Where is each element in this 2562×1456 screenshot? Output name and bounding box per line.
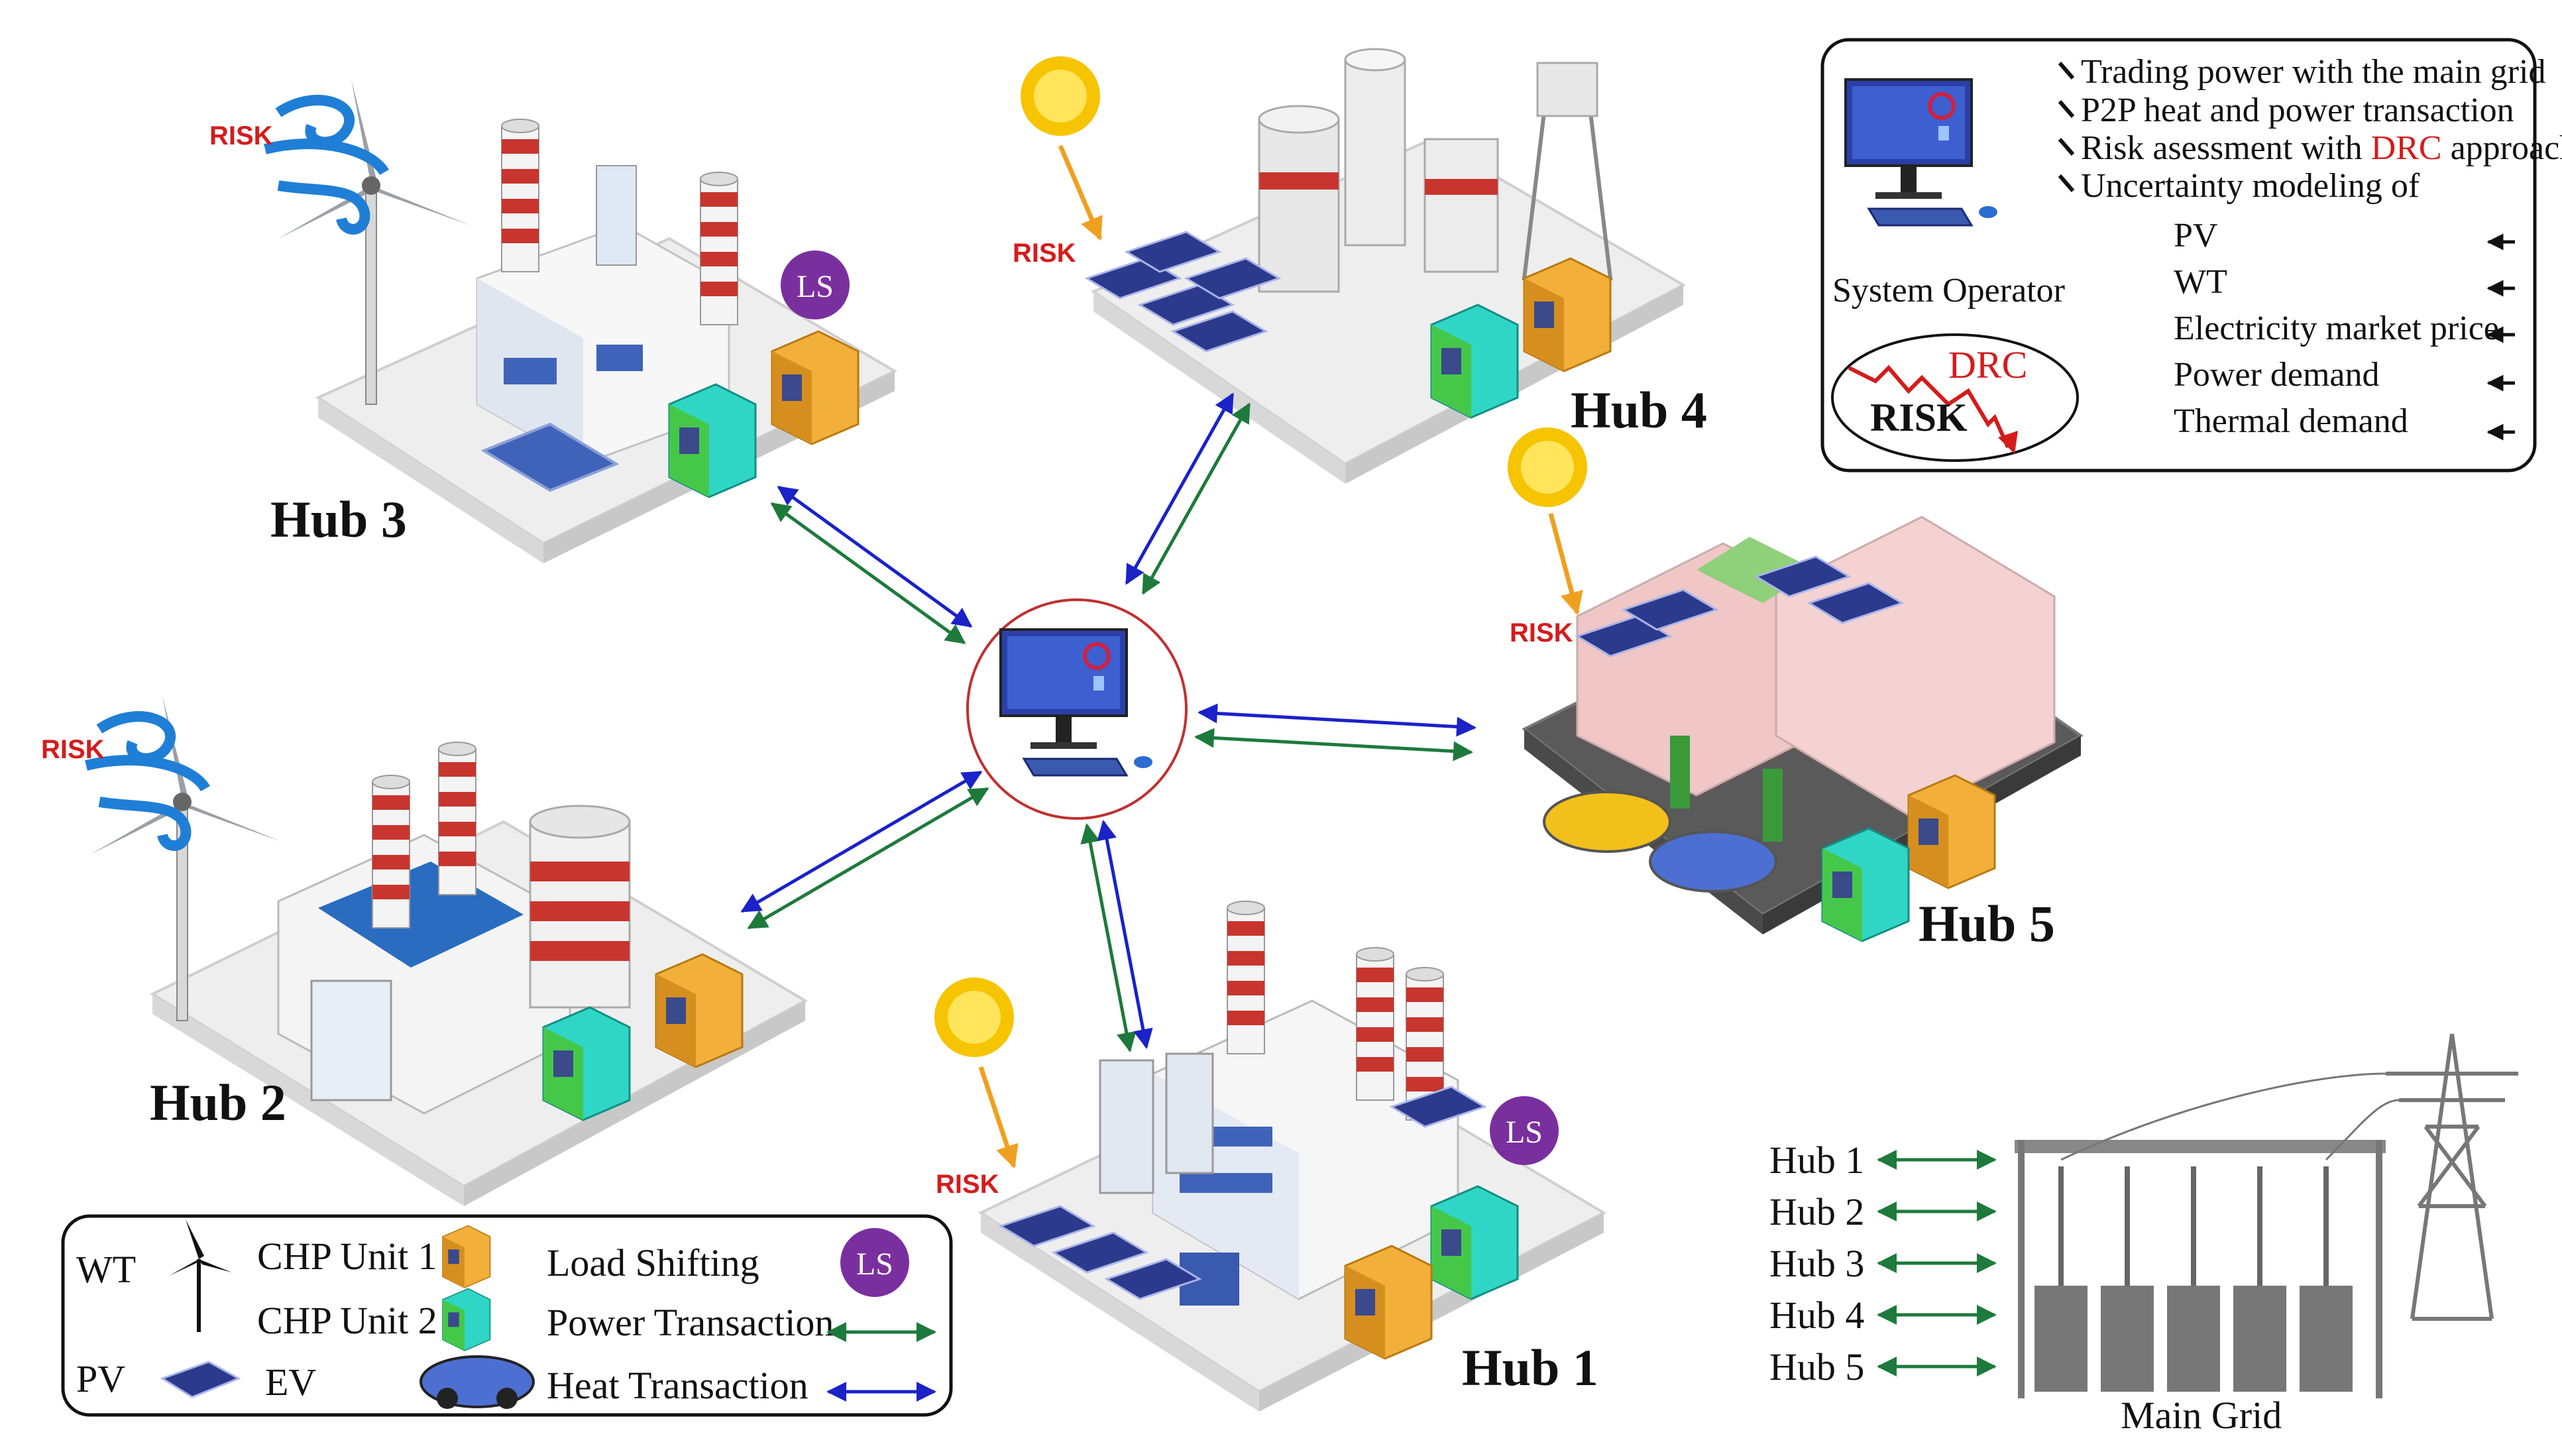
- hub3-illustration: RISK LS Hub 3: [209, 79, 898, 563]
- central-operator: [966, 598, 1188, 820]
- hub3-label: Hub 3: [270, 490, 407, 548]
- hub1-illustration: RISK LS Hub 1: [934, 901, 1607, 1412]
- grid-hub2: Hub 2: [1769, 1190, 1864, 1233]
- main-grid: Hub 1 Hub 2 Hub 3 Hub 4 Hub 5 Main Grid: [1769, 1033, 2518, 1437]
- transmission-tower-icon: [2060, 1033, 2518, 1321]
- legend-chp2-icon: [442, 1288, 491, 1351]
- hub4-label: Hub 4: [1571, 381, 1707, 439]
- legend-load-shifting: Load Shifting: [547, 1241, 759, 1284]
- hub1-ls-badge: [1490, 1096, 1559, 1165]
- transaction-arrows: [740, 392, 1476, 1052]
- hub5-label: Hub 5: [1919, 895, 2055, 952]
- operator-title: System Operator: [1832, 272, 2065, 309]
- legend-ev: EV: [265, 1361, 316, 1404]
- bullet-risk: Risk asessment with DRC approach: [2081, 129, 2562, 167]
- operator-computer-icon: [1001, 630, 1152, 775]
- uncertainty-power-demand: Power demand: [2174, 356, 2379, 394]
- legend-chp1: CHP Unit 1: [257, 1235, 437, 1278]
- legend-power-transaction: Power Transaction: [547, 1301, 834, 1344]
- hub4-risk-label: RISK: [1013, 239, 1076, 268]
- hub2-illustration: RISK Hub 2: [41, 695, 808, 1206]
- hub1-label: Hub 1: [1462, 1339, 1598, 1396]
- risk-text: RISK: [1870, 396, 1968, 439]
- bullet-risk-drc: DRC: [2371, 129, 2442, 167]
- bullet-p2p: P2P heat and power transaction: [2081, 91, 2514, 129]
- drc-label: DRC: [1948, 343, 2027, 386]
- legend: WT PV CHP Unit 1 CHP Unit 2 EV Load Shif…: [61, 1214, 953, 1417]
- substation-icon: [2015, 1140, 2386, 1398]
- hub2-risk-label: RISK: [41, 735, 105, 764]
- hub3-ls-label: LS: [797, 269, 834, 304]
- uncertainty-wt: WT: [2174, 263, 2227, 301]
- legend-ev-icon: [419, 1355, 535, 1409]
- legend-pv-icon: [160, 1361, 241, 1398]
- legend-frame: [61, 1214, 953, 1417]
- uncertainty-pv: PV: [2174, 217, 2217, 254]
- bullet-risk-prefix: Risk asessment with: [2081, 129, 2371, 167]
- hub1-ls-label: LS: [1506, 1115, 1543, 1150]
- hub2-label: Hub 2: [150, 1074, 286, 1131]
- hub5-illustration: RISK Hub 5: [1508, 427, 2084, 952]
- operator-panel-frame: [1820, 38, 2537, 473]
- bullet-risk-suffix: approach: [2442, 129, 2562, 167]
- uncertainty-thermal-demand: Thermal demand: [2174, 402, 2408, 440]
- hub3-risk-label: RISK: [209, 121, 273, 150]
- bullet-trading: Trading power with the main grid: [2081, 53, 2545, 91]
- legend-wt-icon: [169, 1219, 232, 1332]
- bullet-uncertainty: Uncertainty modeling of: [2081, 167, 2420, 205]
- hub5-risk-label: RISK: [1510, 618, 1573, 647]
- hub4-illustration: RISK Hub 4: [1013, 48, 1707, 484]
- legend-heat-transaction: Heat Transaction: [547, 1364, 808, 1407]
- legend-chp1-icon: [442, 1225, 491, 1288]
- legend-ls-label: LS: [856, 1247, 893, 1282]
- legend-wt: WT: [76, 1248, 136, 1291]
- system-operator-panel: System Operator DRC RISK Trading power w…: [1820, 38, 2562, 473]
- uncertainty-price: Electricity market price: [2174, 309, 2499, 347]
- hub3-ls-badge: [781, 251, 850, 319]
- grid-hub5: Hub 5: [1769, 1345, 1864, 1388]
- main-grid-label: Main Grid: [2121, 1394, 2282, 1437]
- risk-ellipse: [1831, 333, 2079, 462]
- grid-hub3: Hub 3: [1769, 1242, 1864, 1285]
- legend-ls-badge: [840, 1228, 909, 1297]
- operator-circle: [966, 598, 1188, 820]
- legend-chp2: CHP Unit 2: [257, 1299, 437, 1342]
- grid-hub1: Hub 1: [1769, 1139, 1864, 1182]
- grid-hub4: Hub 4: [1769, 1294, 1864, 1337]
- legend-pv: PV: [76, 1357, 125, 1400]
- hub1-risk-label: RISK: [936, 1170, 999, 1199]
